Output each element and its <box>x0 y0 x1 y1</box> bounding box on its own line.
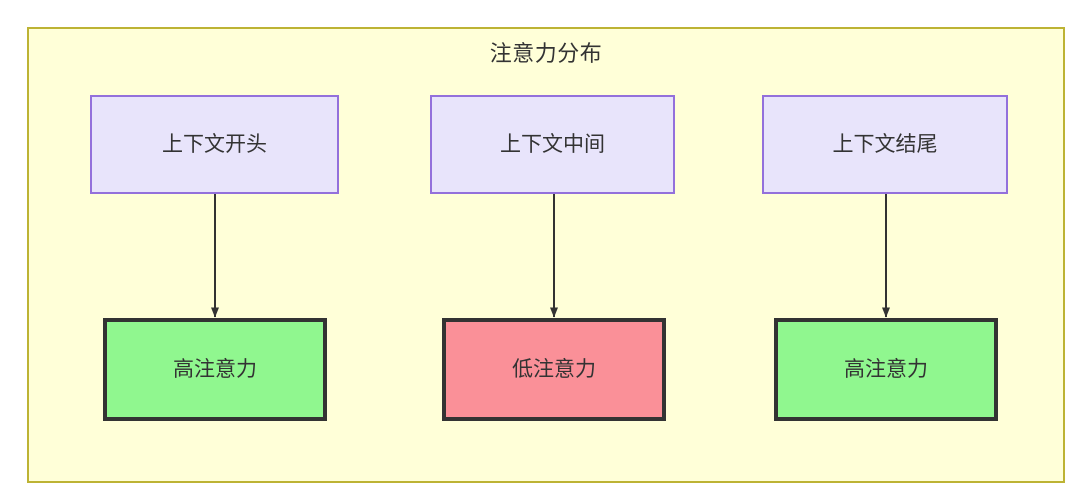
node-low-attention-middle[interactable]: 低注意力 <box>442 318 666 421</box>
node-high-attention-end[interactable]: 高注意力 <box>774 318 998 421</box>
node-context-middle[interactable]: 上下文中间 <box>430 95 675 194</box>
subgraph-title: 注意力分布 <box>489 41 603 66</box>
node-high-attention-start[interactable]: 高注意力 <box>103 318 327 421</box>
attention-distribution-subgraph: 注意力分布 上下文开头 上下文中间 上下文结尾 高注意力 低注意力 高注意力 <box>27 27 1065 483</box>
node-context-start[interactable]: 上下文开头 <box>90 95 339 194</box>
node-context-end[interactable]: 上下文结尾 <box>762 95 1008 194</box>
